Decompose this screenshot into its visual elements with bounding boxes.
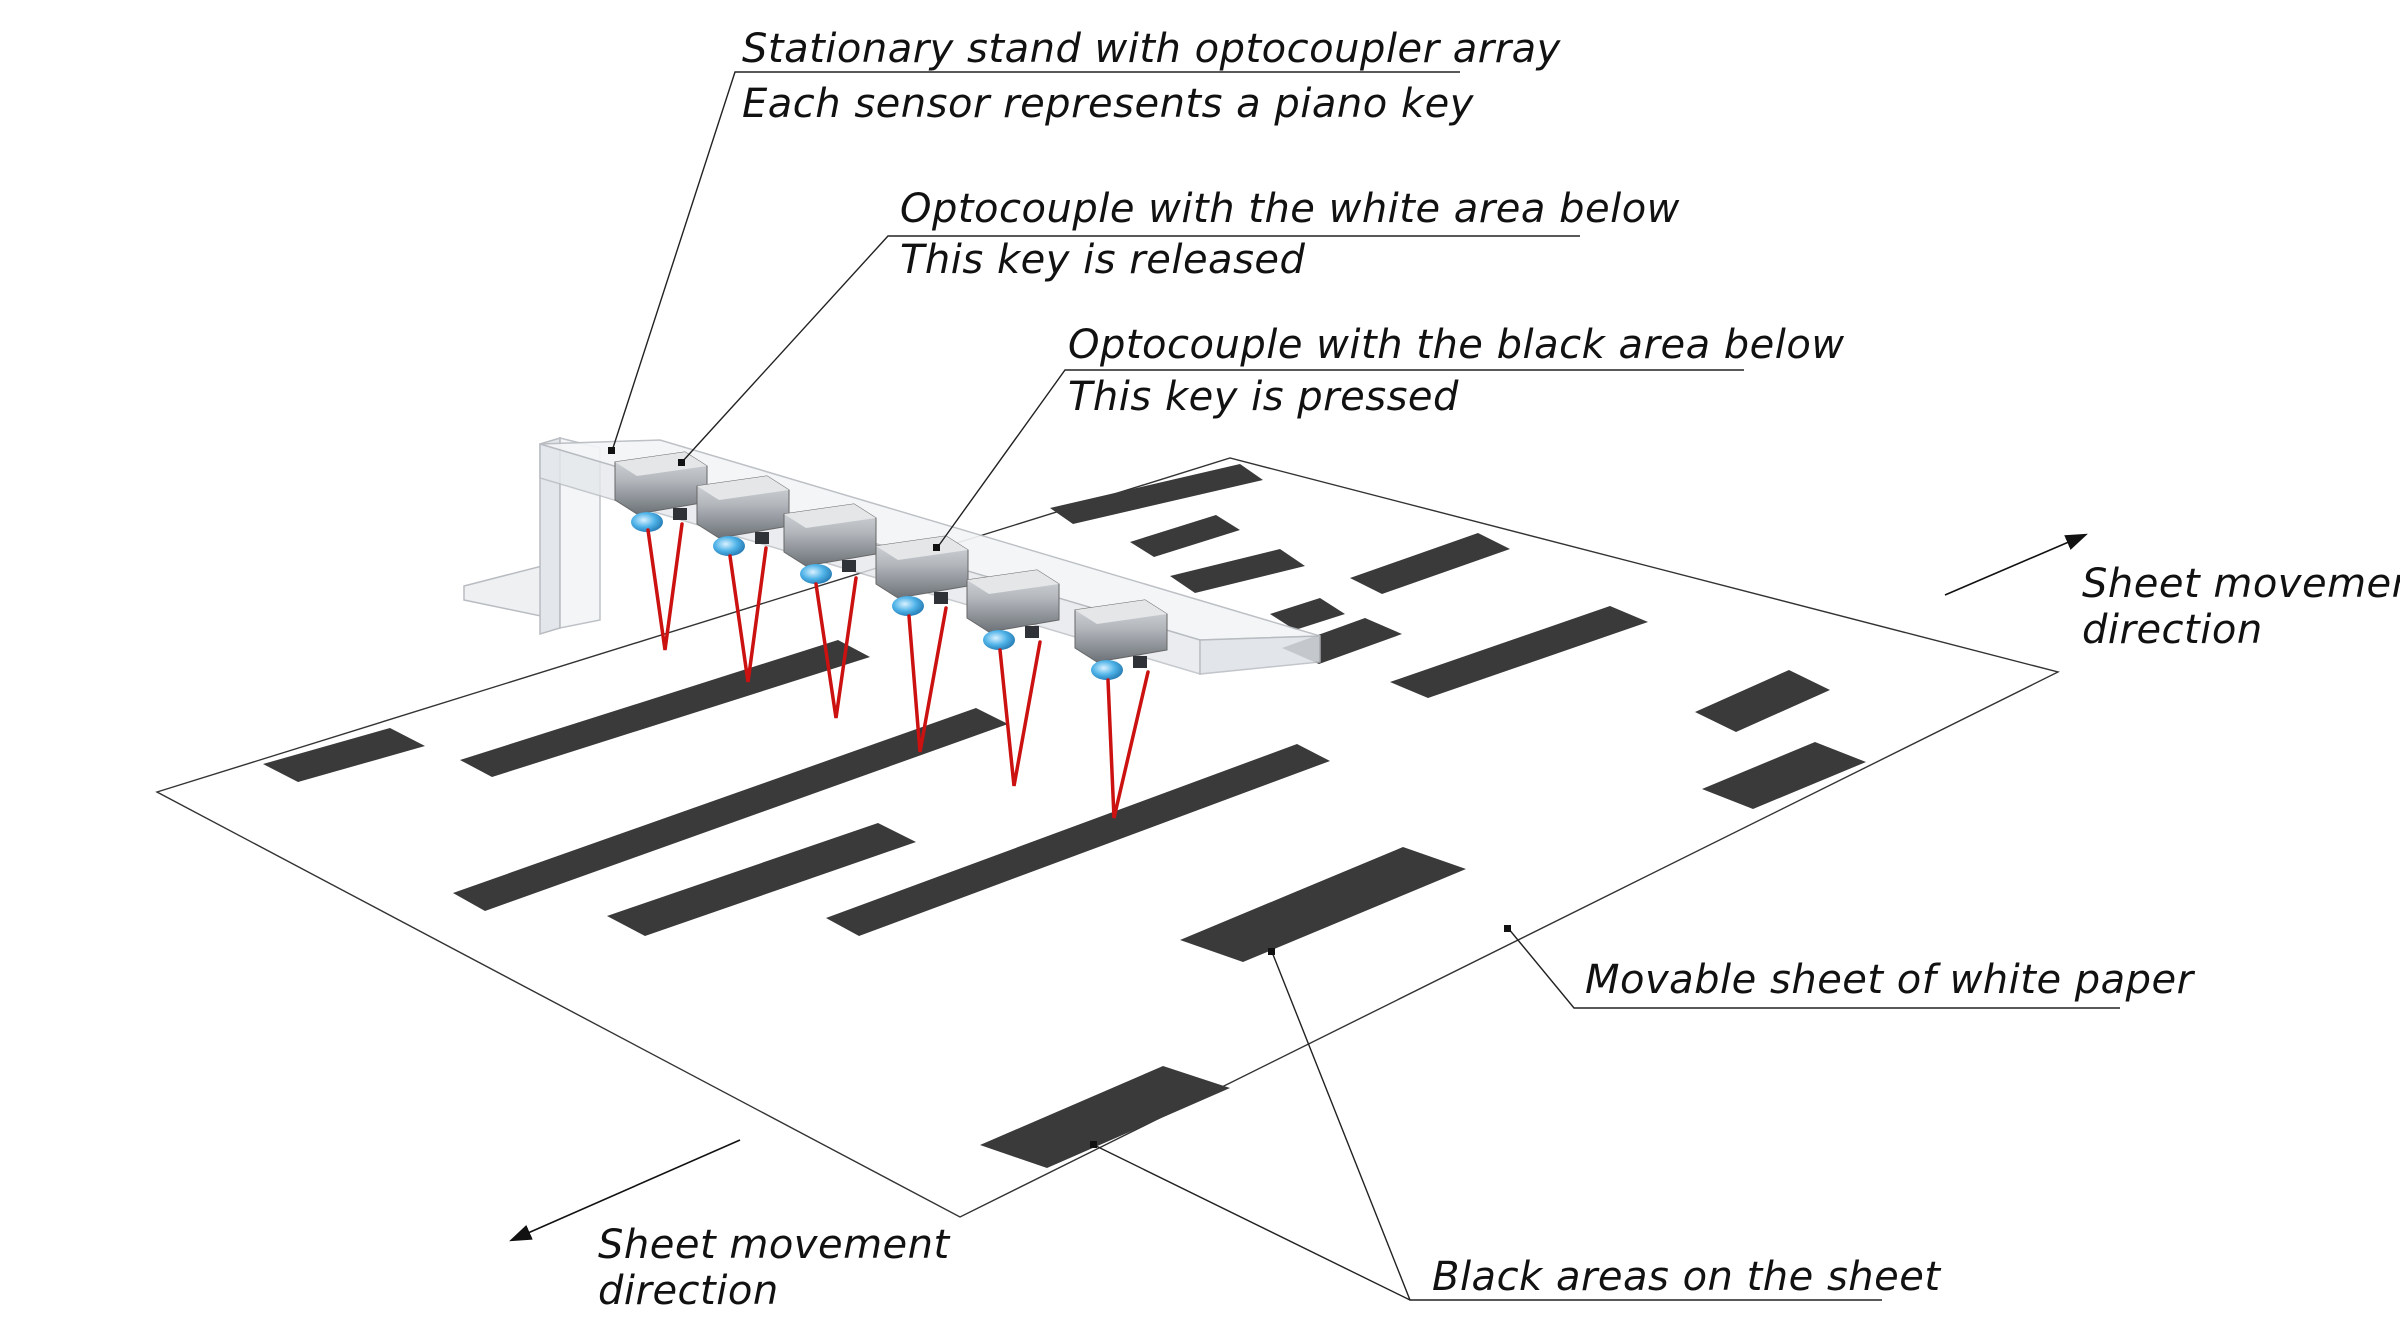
black-area [980, 1066, 1230, 1168]
beam [998, 640, 1042, 787]
black-area [1695, 670, 1830, 732]
sensor [1074, 599, 1168, 680]
sensor [783, 503, 877, 584]
lens-icon [800, 564, 832, 584]
beam [1106, 670, 1150, 819]
sensor [966, 569, 1060, 650]
beam [646, 522, 684, 651]
label-black-line1: Optocouple with the black area below [1068, 322, 1845, 368]
black-area [460, 640, 870, 777]
light-beams [646, 522, 1150, 819]
sensor [614, 451, 708, 532]
black-area [453, 708, 1008, 911]
callout-white-area: Optocouple with the white area below Thi… [678, 186, 1680, 466]
callout-black-area: Optocouple with the black area below Thi… [933, 322, 1845, 551]
label-movable-sheet: Movable sheet of white paper [1585, 957, 2196, 1003]
label-stand-line1: Stationary stand with optocoupler array [742, 26, 1562, 72]
label-dir-left-line1: Sheet movement [598, 1222, 951, 1268]
lens-icon [892, 596, 924, 616]
beam [907, 606, 948, 753]
callout-black-areas: Black areas on the sheet [1090, 948, 1941, 1301]
black-area [1350, 533, 1510, 594]
label-black-line2: This key is pressed [1068, 374, 1459, 420]
black-area [1130, 515, 1240, 557]
label-stand-line2: Each sensor represents a piano key [742, 81, 1475, 127]
callout-stand: Stationary stand with optocoupler array … [608, 26, 1562, 454]
black-area [1180, 847, 1466, 962]
black-area [1702, 742, 1866, 809]
sensor [696, 475, 790, 556]
black-area [1390, 606, 1648, 698]
label-dir-right-line2: direction [2082, 607, 2263, 653]
arrow-left-icon [509, 1139, 741, 1242]
sensor-array [614, 451, 1168, 680]
black-area [1170, 549, 1305, 593]
lens-icon [631, 512, 663, 532]
label-black-areas: Black areas on the sheet [1432, 1254, 1941, 1300]
label-white-line1: Optocouple with the white area below [900, 186, 1680, 232]
black-area [263, 728, 425, 782]
arrow-right-icon [1944, 533, 2088, 596]
black-area [1270, 598, 1345, 630]
lens-icon [983, 630, 1015, 650]
lens-icon [713, 536, 745, 556]
lens-icon [1091, 660, 1123, 680]
label-dir-right-line1: Sheet movement [2082, 561, 2400, 607]
label-dir-left-line2: direction [598, 1268, 779, 1314]
beam [814, 576, 858, 719]
direction-right: Sheet movement direction [1944, 533, 2400, 653]
direction-left: Sheet movement direction [509, 1139, 951, 1314]
beam [728, 546, 768, 683]
black-area [826, 744, 1330, 936]
sensor [875, 535, 969, 616]
callout-movable-sheet: Movable sheet of white paper [1504, 925, 2196, 1009]
black-area [607, 823, 916, 936]
label-white-line2: This key is released [900, 237, 1306, 283]
black-area [1050, 464, 1263, 524]
